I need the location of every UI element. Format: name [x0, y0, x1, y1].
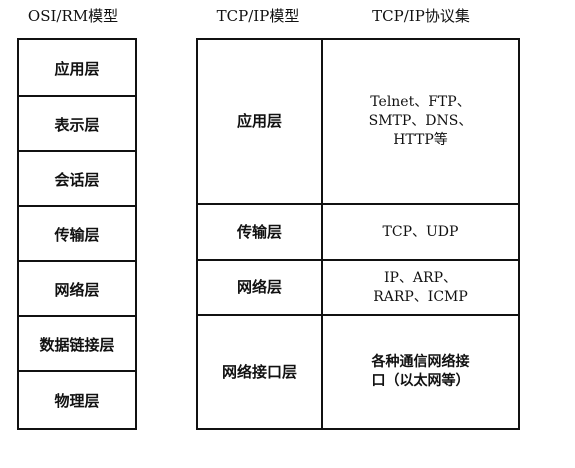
tcp-layer-network: 网络层	[236, 278, 282, 296]
tcp-layer-network-interface: 网络接口层	[221, 362, 297, 381]
osi-divider	[19, 260, 135, 262]
tcp-layer-transport: 传输层	[236, 222, 282, 241]
protocols-transport: TCP、UDP	[382, 223, 459, 240]
row-divider	[198, 314, 518, 316]
row-divider	[198, 259, 518, 261]
tcp-ip-protocol-suite-header: TCP/IP协议集	[372, 7, 470, 25]
protocols-network: IP、ARP、 RARP、ICMP	[373, 269, 468, 305]
column-divider	[321, 40, 323, 428]
osi-divider	[19, 315, 135, 317]
osi-divider	[19, 205, 135, 207]
osi-layer-application: 应用层	[54, 59, 100, 78]
protocols-application: Telnet、FTP、 SMTP、DNS、 HTTP等	[368, 94, 473, 148]
osi-model-header: OSI/RM模型	[27, 7, 119, 25]
osi-divider	[19, 150, 135, 152]
osi-layer-network: 网络层	[54, 280, 100, 299]
osi-divider	[19, 95, 135, 97]
tcp-ip-model-header: TCP/IP模型	[216, 7, 300, 25]
osi-layer-physical: 物理层	[54, 391, 100, 410]
osi-divider	[19, 370, 135, 372]
osi-layer-session: 会话层	[54, 170, 100, 189]
osi-layer-presentation: 表示层	[54, 115, 100, 134]
row-divider	[198, 203, 518, 205]
osi-model-stack: 应用层 表示层 会话层 传输层 网络层 数据链接层 物理层	[17, 38, 137, 430]
tcp-ip-model-table: 应用层 Telnet、FTP、 SMTP、DNS、 HTTP等 传输层 TCP、…	[196, 38, 520, 430]
osi-layer-data-link: 数据链接层	[39, 335, 115, 354]
osi-layer-transport: 传输层	[54, 225, 100, 244]
protocols-network-interface: 各种通信网络接 口（以太网等）	[371, 354, 470, 389]
tcp-layer-application: 应用层	[236, 112, 282, 130]
